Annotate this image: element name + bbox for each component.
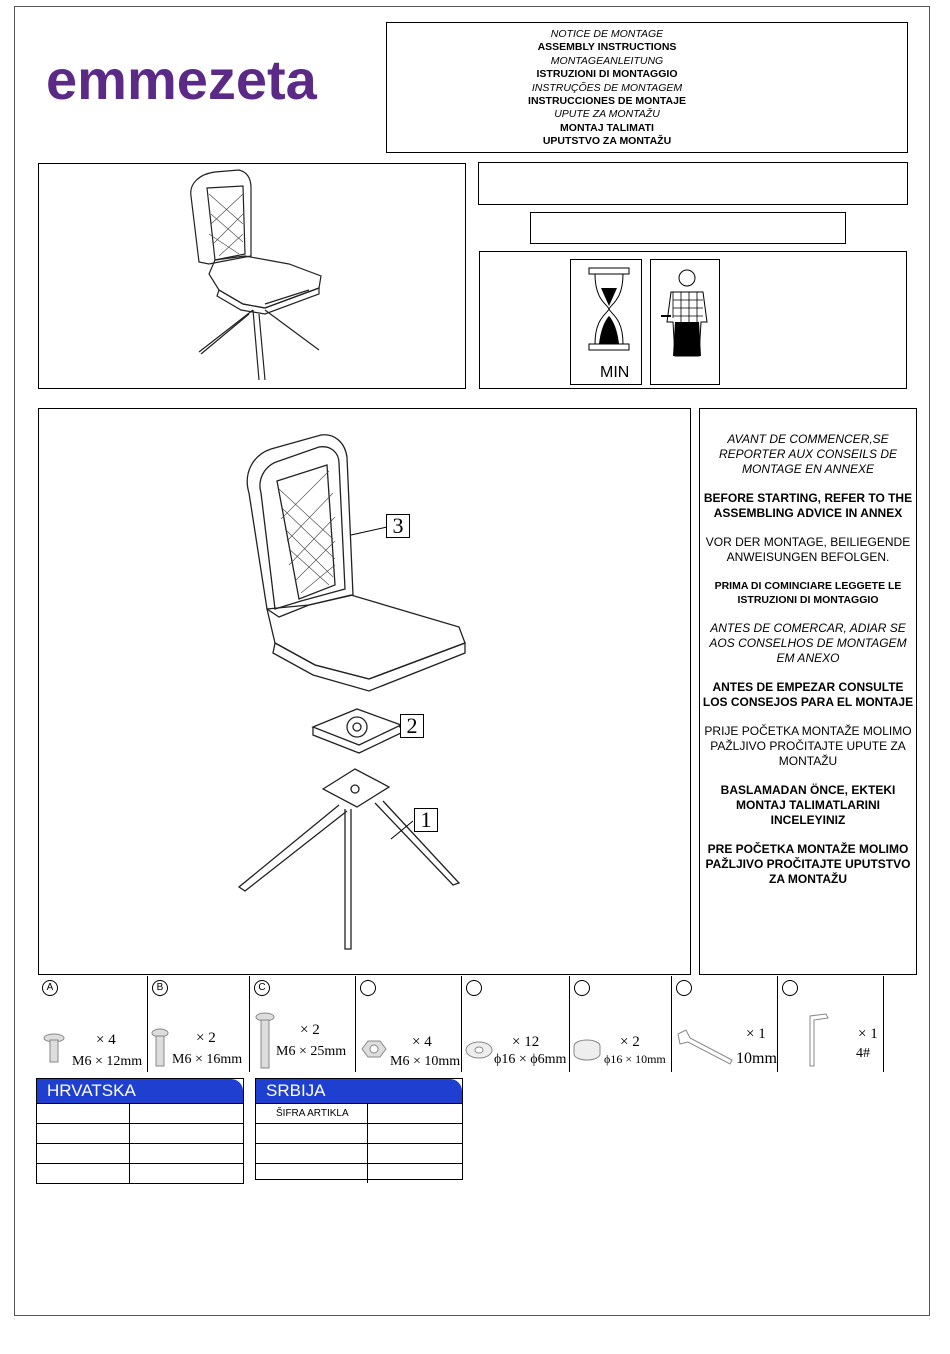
hardware-qty: × 2 xyxy=(300,1022,320,1038)
notice-paragraph: BEFORE STARTING, REFER TO THE ASSEMBLING… xyxy=(703,491,913,520)
part-label-3: 3 xyxy=(386,514,410,538)
hardware-qty: × 4 xyxy=(96,1032,116,1048)
nut-icon xyxy=(361,1040,387,1058)
hardware-size: ϕ16 × ϕ6mm xyxy=(494,1052,567,1067)
hardware-mark: B xyxy=(152,980,168,996)
product-code-field xyxy=(530,212,846,244)
brand-logo: emmezeta xyxy=(46,48,317,111)
table-row xyxy=(37,1143,243,1163)
hardware-size: M6 × 12mm xyxy=(72,1054,143,1069)
spacer-icon xyxy=(573,1039,601,1061)
product-preview xyxy=(38,163,466,389)
table-row xyxy=(37,1103,243,1123)
hardware-list: A × 4 M6 × 12mm B × 2 M6 × 16mm C × 2 M6… xyxy=(38,976,884,1072)
hardware-item-washer: × 12 ϕ16 × ϕ6mm xyxy=(462,976,570,1072)
hardware-mark: C xyxy=(254,980,270,996)
title-line: INSTRUÇÕES DE MONTAGEM xyxy=(531,81,683,94)
notice-paragraph: PRIJE POČETKA MONTAŽE MOLIMO PAŽLJIVO PR… xyxy=(704,724,912,768)
notice-paragraph: PRIMA DI COMINCIARE LEGGETE LE ISTRUZION… xyxy=(714,580,902,606)
chair-preview-drawing xyxy=(190,169,322,381)
hardware-mark xyxy=(782,980,798,996)
title-line: NOTICE DE MONTAGE xyxy=(550,28,664,40)
hardware-size: 10mm xyxy=(736,1050,777,1067)
assembly-time-card xyxy=(570,259,642,385)
title-line: MONTAGEANLEITUNG xyxy=(550,54,664,67)
hardware-item-c: C × 2 M6 × 25mm xyxy=(250,976,356,1072)
hardware-qty: × 2 xyxy=(196,1030,216,1046)
product-name-field xyxy=(478,162,908,205)
washer-icon xyxy=(465,1041,493,1059)
title-line: ASSEMBLY INSTRUCTIONS xyxy=(537,41,677,54)
hardware-size: M6 × 25mm xyxy=(276,1044,347,1059)
notice-paragraph: ANTES DE EMPEZAR CONSULTE LOS CONSEJOS P… xyxy=(702,680,914,709)
hourglass-icon xyxy=(588,267,630,351)
hardware-item-nut: × 4 M6 × 10mm xyxy=(356,976,462,1072)
hardware-item-allen-key: × 1 4# xyxy=(778,976,884,1072)
table-row: ŠIFRA ARTIKLA xyxy=(256,1103,462,1123)
wrench-icon xyxy=(677,1029,733,1065)
notice-paragraph: VOR DER MONTAGE, BEILIEGENDE ANWEISUNGEN… xyxy=(705,535,911,564)
hardware-qty: × 1 xyxy=(858,1026,878,1042)
assembly-info-box xyxy=(479,251,907,389)
hardware-item-wrench: × 1 10mm xyxy=(672,976,778,1072)
hr-table-title: HRVATSKA xyxy=(37,1079,243,1103)
table-row xyxy=(256,1163,462,1183)
hardware-mark xyxy=(466,980,482,996)
allen-key-icon xyxy=(809,1013,829,1067)
worker-count-card xyxy=(650,259,720,385)
hardware-mark xyxy=(676,980,692,996)
worker-icon xyxy=(661,269,708,357)
notice-paragraph: ANTES DE COMERCAR, ADIAR SE AOS CONSELHO… xyxy=(709,621,907,665)
table-row xyxy=(37,1123,243,1143)
hardware-size: 4# xyxy=(856,1046,870,1061)
title-line: UPUTE ZA MONTAŽU xyxy=(554,108,660,121)
screw-icon xyxy=(255,1012,275,1069)
hardware-mark xyxy=(360,980,376,996)
hardware-item-spacer: × 2 ϕ16 × 10mm xyxy=(570,976,672,1072)
table-row xyxy=(37,1163,243,1183)
hardware-qty: × 4 xyxy=(412,1034,432,1050)
sku-label: ŠIFRA ARTIKLA xyxy=(256,1104,368,1123)
rs-table-title: SRBIJA xyxy=(256,1079,462,1103)
hr-table: HRVATSKA xyxy=(36,1078,244,1184)
hardware-mark xyxy=(574,980,590,996)
table-row xyxy=(256,1143,462,1163)
hardware-mark: A xyxy=(42,980,58,996)
hardware-size: ϕ16 × 10mm xyxy=(604,1052,666,1066)
notice-paragraph: AVANT DE COMMENCER,SE REPORTER AUX CONSE… xyxy=(718,432,898,476)
hardware-size: M6 × 16mm xyxy=(172,1052,243,1067)
screw-icon xyxy=(151,1028,169,1067)
part-label-2: 2 xyxy=(400,714,424,738)
title-line: ISTRUZIONI DI MONTAGGIO xyxy=(536,68,678,81)
hardware-item-b: B × 2 M6 × 16mm xyxy=(148,976,250,1072)
title-line: UPUTSTVO ZA MONTAŽU xyxy=(542,135,672,148)
notice-paragraph: BASLAMADAN ÖNCE, EKTEKI MONTAJ TALIMATLA… xyxy=(720,783,896,827)
rs-table: SRBIJA ŠIFRA ARTIKLA xyxy=(255,1078,463,1183)
hardware-qty: × 12 xyxy=(512,1034,540,1050)
hardware-item-a: A × 4 M6 × 12mm xyxy=(38,976,148,1072)
hardware-size: M6 × 10mm xyxy=(390,1054,461,1069)
notice-panel: AVANT DE COMMENCER,SE REPORTER AUX CONSE… xyxy=(699,408,917,975)
hardware-qty: × 2 xyxy=(620,1034,640,1050)
hardware-qty: × 1 xyxy=(746,1026,766,1042)
title-line: INSTRUCCIONES DE MONTAJE xyxy=(528,95,686,108)
exploded-view xyxy=(38,408,691,975)
screw-icon xyxy=(43,1033,65,1063)
title-line: MONTAJ TALIMATI xyxy=(560,121,654,134)
exploded-chair-drawing xyxy=(237,434,466,950)
table-row xyxy=(256,1123,462,1143)
time-unit-label: MIN xyxy=(600,364,630,381)
page-frame xyxy=(14,6,930,1316)
notice-paragraph: PRE POČETKA MONTAŽE MOLIMO PAŽLJIVO PROČ… xyxy=(705,842,911,886)
part-label-1: 1 xyxy=(414,808,438,832)
